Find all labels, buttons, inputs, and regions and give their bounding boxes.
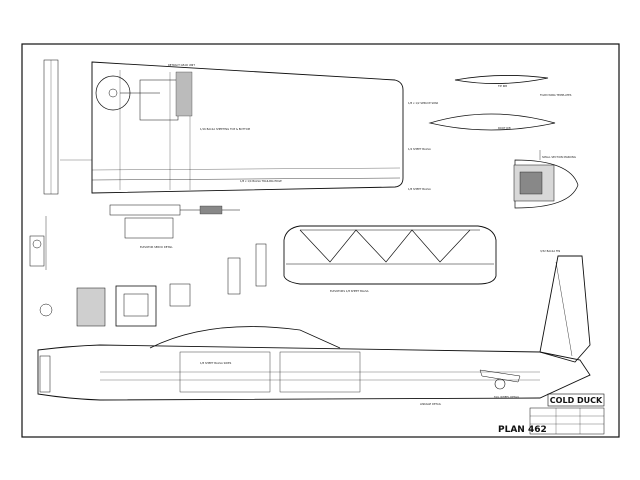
linkage-note: LINKAGE DETAIL [420, 402, 442, 406]
title-block: COLD DUCK PLAN 462 [498, 393, 605, 435]
tailwheel-note: TAIL WHEEL DETAIL [494, 395, 520, 399]
servo-note: ELEVATOR SERVO DETAIL [140, 245, 173, 249]
plan-number: PLAN 462 [498, 425, 547, 435]
svg-text:1/8 x 1/2 SPRUCE SPAR: 1/8 x 1/2 SPRUCE SPAR [408, 101, 438, 105]
stabilizer-plan: ELEVATORS 1/8 SHEET BALSA [283, 225, 497, 293]
svg-text:1/8 SHEET BALSA: 1/8 SHEET BALSA [408, 187, 431, 191]
svg-text:1/4 SHEET BALSA: 1/4 SHEET BALSA [408, 147, 431, 151]
fin-note: 3/32 BALSA FIN [540, 249, 560, 253]
fuselage-note: 1/8 SHEET BALSA SIDES [200, 361, 232, 365]
fuselage-side: 1/8 SHEET BALSA SIDES [37, 326, 591, 401]
stab-note: ELEVATORS 1/8 SHEET BALSA [330, 289, 369, 293]
template-root: ROOT RIB [498, 126, 511, 130]
brake-note: SMALL SECTION MARKING [542, 155, 576, 159]
servo-details: ELEVATOR SERVO DETAIL [29, 204, 267, 327]
template-tip: TIP RIB [498, 84, 507, 88]
wing-templates: TIP RIB ROOT RIB FOAM WING TEMPLATES [428, 75, 572, 131]
engine-cowl: SMALL SECTION MARKING [513, 150, 579, 209]
templates-heading: FOAM WING TEMPLATES [540, 93, 572, 97]
svg-text:1/8 x 1/4 BALSA TRAILING EDGE: 1/8 x 1/4 BALSA TRAILING EDGE [240, 179, 282, 183]
sheet-border [21, 43, 620, 438]
fin: 3/32 BALSA FIN [539, 249, 591, 363]
wing-plan: 1/16 BALSA SHEETING TOP & BOTTOM RETRACT… [43, 59, 404, 195]
retract-note: RETRACT GEAR UNIT [168, 63, 195, 67]
wing-sheeting-note: 1/16 BALSA SHEETING TOP & BOTTOM [200, 127, 250, 131]
plane-name: COLD DUCK [550, 396, 603, 405]
tailwheel-detail: TAIL WHEEL DETAIL LINKAGE DETAIL [420, 369, 521, 406]
